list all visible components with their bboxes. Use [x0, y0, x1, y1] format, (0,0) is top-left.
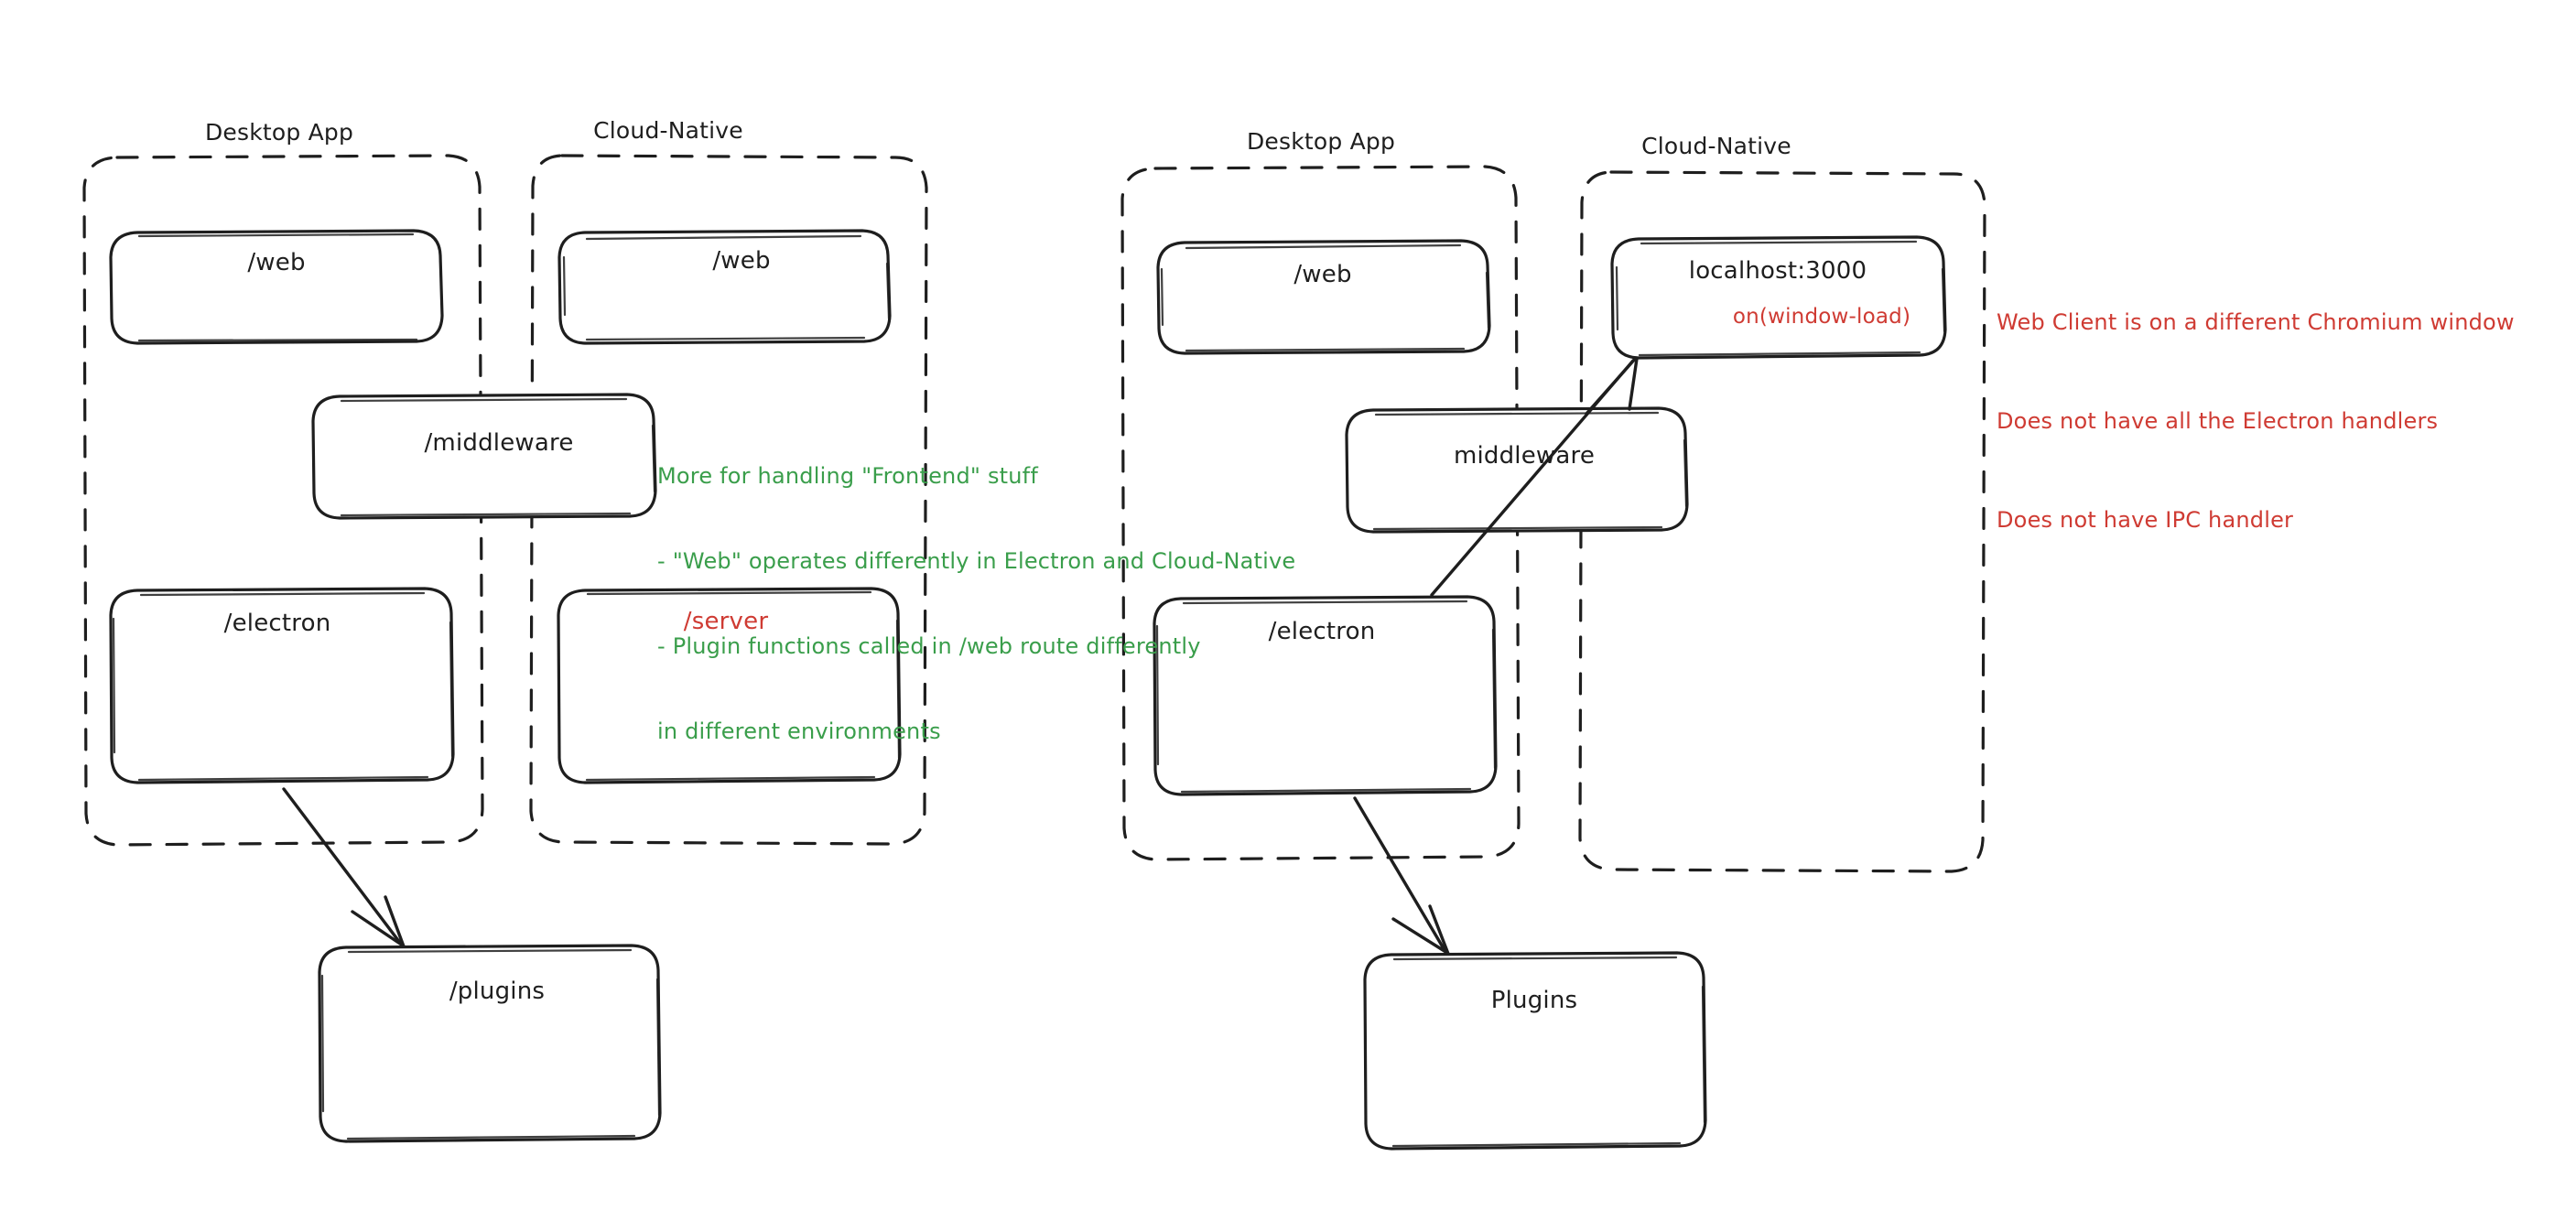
node-label-right-electron: /electron [1268, 618, 1376, 645]
node-box-left-electron[interactable] [109, 587, 455, 784]
annotation-red-line-3: Does not have IPC handler [1997, 507, 2294, 533]
node-sublabel-right-localhost: on(window-load) [1732, 305, 1911, 329]
annotation-green-line-3: - Plugin functions called in /web route … [657, 633, 1201, 659]
annotation-green-note: More for handling "Frontend" stuff - "We… [657, 405, 1295, 803]
node-box-left-server[interactable] [557, 587, 902, 784]
node-box-right-plugins[interactable] [1363, 951, 1707, 1151]
group-title-right-desktop: Desktop App [1246, 128, 1396, 155]
arrow-right-electron-to-plugins [1353, 796, 1450, 956]
group-title-left-cloud: Cloud-Native [593, 117, 743, 144]
node-label-left-web-cloud: /web [712, 247, 771, 275]
node-label-left-server: /server [683, 608, 769, 635]
node-box-left-web-cloud[interactable] [557, 229, 892, 345]
annotation-green-line-4: in different environments [657, 719, 941, 744]
node-label-left-middleware: /middleware [424, 429, 574, 457]
node-label-left-web: /web [247, 249, 306, 276]
node-label-left-plugins: /plugins [449, 978, 546, 1005]
annotation-red-line-1: Web Client is on a different Chromium wi… [1997, 309, 2515, 335]
node-label-right-middleware: middleware [1453, 442, 1596, 470]
node-label-left-electron: /electron [223, 610, 331, 637]
node-box-left-web[interactable] [109, 229, 444, 345]
node-box-right-localhost[interactable] [1610, 235, 1947, 360]
node-box-left-middleware[interactable] [311, 393, 657, 520]
node-label-right-plugins: Plugins [1490, 987, 1578, 1014]
node-box-left-plugins[interactable] [318, 944, 662, 1143]
annotation-red-line-2: Does not have all the Electron handlers [1997, 408, 2439, 434]
node-label-right-web: /web [1293, 261, 1352, 288]
annotation-red-note: Web Client is on a different Chromium wi… [1997, 240, 2515, 602]
group-container-right-cloud [1578, 170, 1986, 873]
node-box-right-middleware[interactable] [1345, 406, 1689, 534]
group-container-left-cloud [529, 154, 928, 846]
node-label-right-localhost: localhost:3000 [1688, 257, 1867, 285]
annotation-green-line-2: - "Web" operates differently in Electron… [657, 548, 1296, 574]
group-title-left-desktop: Desktop App [204, 119, 354, 146]
arrow-right-electron-to-localhost [1430, 356, 1639, 597]
node-box-right-electron[interactable] [1153, 595, 1498, 796]
arrow-left-electron-to-plugins [282, 787, 406, 948]
annotation-green-line-1: More for handling "Frontend" stuff [657, 463, 1038, 489]
group-title-right-cloud: Cloud-Native [1641, 133, 1791, 159]
node-box-right-web[interactable] [1156, 239, 1491, 355]
